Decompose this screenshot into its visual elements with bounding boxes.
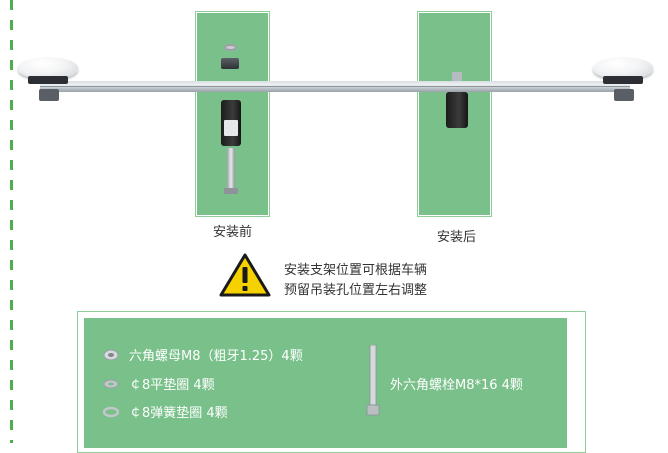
bolt-before-nut-icon — [224, 188, 238, 194]
bolt-head-after-icon — [452, 72, 462, 81]
parts-list-panel — [84, 318, 567, 448]
small-bracket-icon — [221, 58, 239, 69]
bolt-label: 外六角螺栓M8*16 4颗 — [390, 378, 523, 393]
part-label: ￠8平垫圈 4颗 — [129, 378, 215, 393]
flat-washer-icon — [103, 379, 119, 388]
hex-bolt-icon — [366, 345, 380, 416]
dashed-left-border — [10, 0, 13, 443]
rail-groove — [40, 86, 630, 87]
bolt-before-icon — [227, 148, 235, 194]
part-item-hex-nut: 六角螺母M8（粗牙1.25）4颗 — [103, 345, 303, 364]
warning-triangle-icon — [219, 253, 271, 297]
hex-nut-icon — [103, 349, 119, 360]
part-label: ￠8弹簧垫圈 4颗 — [129, 406, 228, 421]
spring-washer-icon — [103, 406, 119, 417]
bracket-after-icon — [446, 92, 468, 128]
caption-before: 安装前 — [212, 225, 252, 240]
warning-text-line2: 预留吊装孔位置左右调整 — [284, 283, 428, 298]
part-item-flat-washer: ￠8平垫圈 4颗 — [103, 374, 215, 393]
small-washer-icon — [224, 44, 237, 51]
part-label: 六角螺母M8（粗牙1.25）4颗 — [129, 349, 303, 364]
warning-text-line1: 安装支架位置可根据车辆 — [284, 263, 428, 278]
bracket-plate-icon — [224, 120, 238, 136]
caption-after: 安装后 — [436, 230, 476, 245]
part-item-spring-washer: ￠8弹簧垫圈 4颗 — [103, 402, 228, 421]
